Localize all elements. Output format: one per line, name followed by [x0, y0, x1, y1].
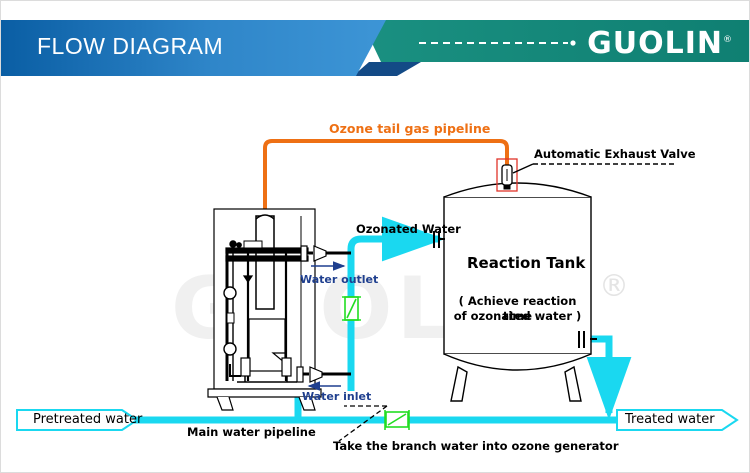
- label-pretreated-water: Pretreated water: [33, 412, 143, 427]
- tank-inlet-flange: [433, 231, 445, 248]
- guolin-watermark-registered: ®: [599, 269, 629, 304]
- branch-note-leader: [338, 405, 388, 442]
- header-teal-band: [361, 20, 749, 62]
- brand-registered: ®: [723, 35, 733, 45]
- label-automatic-exhaust-valve: Automatic Exhaust Valve: [534, 147, 696, 161]
- treated-water-flag: [616, 409, 739, 431]
- header-navy-notch: [353, 62, 421, 76]
- brand-text: GUOLIN: [587, 26, 723, 61]
- automatic-exhaust-valve: [496, 158, 676, 192]
- ozonated-water-pipe: [347, 216, 445, 391]
- header-dashed-arrow: [419, 40, 576, 46]
- pretreated-water-flag: [16, 409, 139, 431]
- label-branch-note: Take the branch water into ozone generat…: [333, 439, 619, 453]
- label-reaction-tank-note-2: of ozonated water ): [453, 309, 582, 323]
- brand-logo: GUOLIN®: [587, 26, 733, 61]
- generator-outlet-fitting: [300, 245, 351, 262]
- reaction-tank: [443, 182, 592, 402]
- label-treated-water: Treated water: [625, 412, 715, 427]
- label-water-outlet: Water outlet: [300, 273, 379, 286]
- branch-valve-horizontal: [384, 410, 410, 430]
- header-banner: FLOW DIAGRAM GUOLIN®: [1, 20, 749, 76]
- label-reaction-tank-note-1: ( Achieve reaction time: [458, 294, 577, 323]
- tank-outlet-pipe: [586, 335, 632, 420]
- flow-direction-arrows: [307, 261, 346, 391]
- label-reaction-tank: Reaction Tank: [467, 254, 586, 272]
- ozone-generator: [207, 208, 351, 411]
- label-main-water-pipeline: Main water pipeline: [187, 425, 316, 439]
- label-ozone-tail-gas-pipeline: Ozone tail gas pipeline: [329, 121, 491, 136]
- header-blue-band: [1, 20, 386, 76]
- generator-inlet-fitting: [296, 366, 351, 383]
- branch-valve-vertical: [342, 296, 361, 321]
- page-title: FLOW DIAGRAM: [37, 33, 224, 59]
- tank-outlet-flange: [578, 331, 597, 348]
- exhaust-valve-highlight-box: [496, 158, 518, 192]
- label-water-inlet: Water inlet: [302, 390, 372, 403]
- label-ozonated-water: Ozonated Water: [356, 222, 461, 236]
